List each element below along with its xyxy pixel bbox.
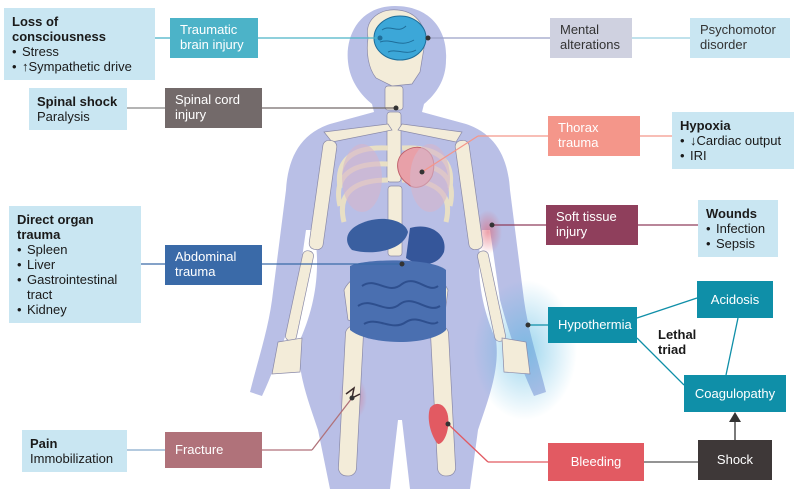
fracture-mark	[345, 386, 361, 400]
pain-title: Pain	[30, 436, 58, 451]
bleeding-box: Bleeding	[548, 443, 644, 481]
list-item: Spleen	[17, 242, 133, 257]
coagulopathy-box: Coagulopathy	[684, 375, 786, 412]
list-item: IRI	[680, 148, 786, 163]
psychomotor-disorder-box: Psychomotor disorder	[690, 18, 790, 58]
soft-tissue-injury-box: Soft tissue injury	[546, 205, 638, 245]
list-item: Infection	[706, 221, 770, 236]
stomach	[406, 226, 445, 265]
list-item: ↓Cardiac output	[680, 133, 786, 148]
mental-alterations-box: Mental alterations	[550, 18, 632, 58]
list-item: ↑Sympathetic drive	[12, 59, 147, 74]
pain-box: Pain Immobilization	[22, 430, 127, 472]
thorax-trauma-box: Thorax trauma	[548, 116, 640, 156]
pain-item: Immobilization	[30, 451, 114, 466]
spinal-shock-item: Paralysis	[37, 109, 90, 124]
hypoxia-title: Hypoxia	[680, 118, 731, 133]
bleeding-wound	[428, 403, 449, 444]
hypoxia-box: Hypoxia ↓Cardiac output IRI	[672, 112, 794, 169]
wounds-title: Wounds	[706, 206, 758, 221]
list-item: Sepsis	[706, 236, 770, 251]
liver	[347, 218, 408, 253]
loss-of-consciousness-title: Loss of consciousness	[12, 14, 106, 44]
abdominal-trauma-box: Abdominal trauma	[165, 245, 262, 285]
spinal-shock-title: Spinal shock	[37, 94, 118, 109]
wounds-box: Wounds Infection Sepsis	[698, 200, 778, 257]
list-item: Kidney	[17, 302, 133, 317]
lethal-triad-label: Lethal triad	[658, 327, 697, 357]
direct-organ-trauma-title: Direct organ trauma	[17, 212, 94, 242]
traumatic-brain-injury-box: Traumatic brain injury	[170, 18, 258, 58]
direct-organ-trauma-box: Direct organ trauma Spleen Liver Gastroi…	[9, 206, 141, 323]
list-item: Liver	[17, 257, 133, 272]
connector-lines	[127, 35, 741, 463]
loss-of-consciousness-box: Loss of consciousness Stress ↑Sympatheti…	[4, 8, 155, 80]
shock-box: Shock	[698, 440, 772, 480]
fracture-box: Fracture	[165, 432, 262, 468]
hypothermia-box: Hypothermia	[548, 307, 637, 343]
acidosis-box: Acidosis	[697, 281, 773, 318]
intestines	[350, 260, 446, 342]
list-item: Stress	[12, 44, 147, 59]
spinal-shock-box: Spinal shock Paralysis	[29, 88, 127, 130]
spinal-cord-injury-box: Spinal cord injury	[165, 88, 262, 128]
list-item: Gastrointestinal tract	[17, 272, 133, 302]
